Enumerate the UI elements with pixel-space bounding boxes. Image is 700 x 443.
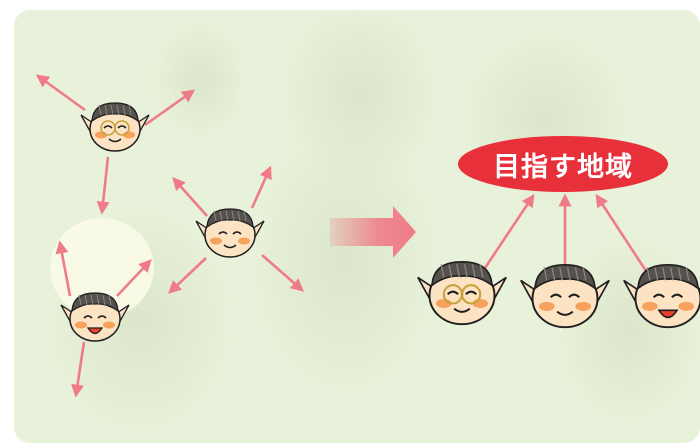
face-goal-glasses-icon [417, 260, 507, 326]
arrow-scatter-9 [116, 259, 152, 297]
light-spot [50, 218, 154, 318]
face-scatter-smile-icon [195, 208, 265, 258]
converging-arrows [479, 193, 650, 275]
arrow-converge-1 [479, 193, 535, 275]
faces-layer [60, 102, 700, 342]
arrow-scatter-3 [96, 156, 110, 215]
face-scatter-laughing-icon [60, 292, 130, 342]
arrow-scatter-10 [71, 341, 86, 398]
goal-ellipse [458, 136, 668, 192]
face-goal-laughing-icon [623, 263, 700, 329]
arrow-scatter-7 [261, 254, 304, 292]
face-goal-smile-icon [520, 263, 610, 329]
scattered-arrows [35, 74, 304, 398]
transition-arrow-icon [330, 206, 416, 258]
arrow-scatter-1 [35, 74, 86, 112]
arrow-scatter-6 [168, 257, 207, 294]
arrow-converge-3 [595, 193, 650, 275]
arrow-scatter-8 [55, 240, 72, 297]
arrow-scatter-4 [172, 177, 208, 217]
arrow-scatter-5 [250, 165, 272, 209]
face-scatter-glasses-icon [80, 102, 150, 152]
arrow-scatter-2 [144, 89, 196, 127]
